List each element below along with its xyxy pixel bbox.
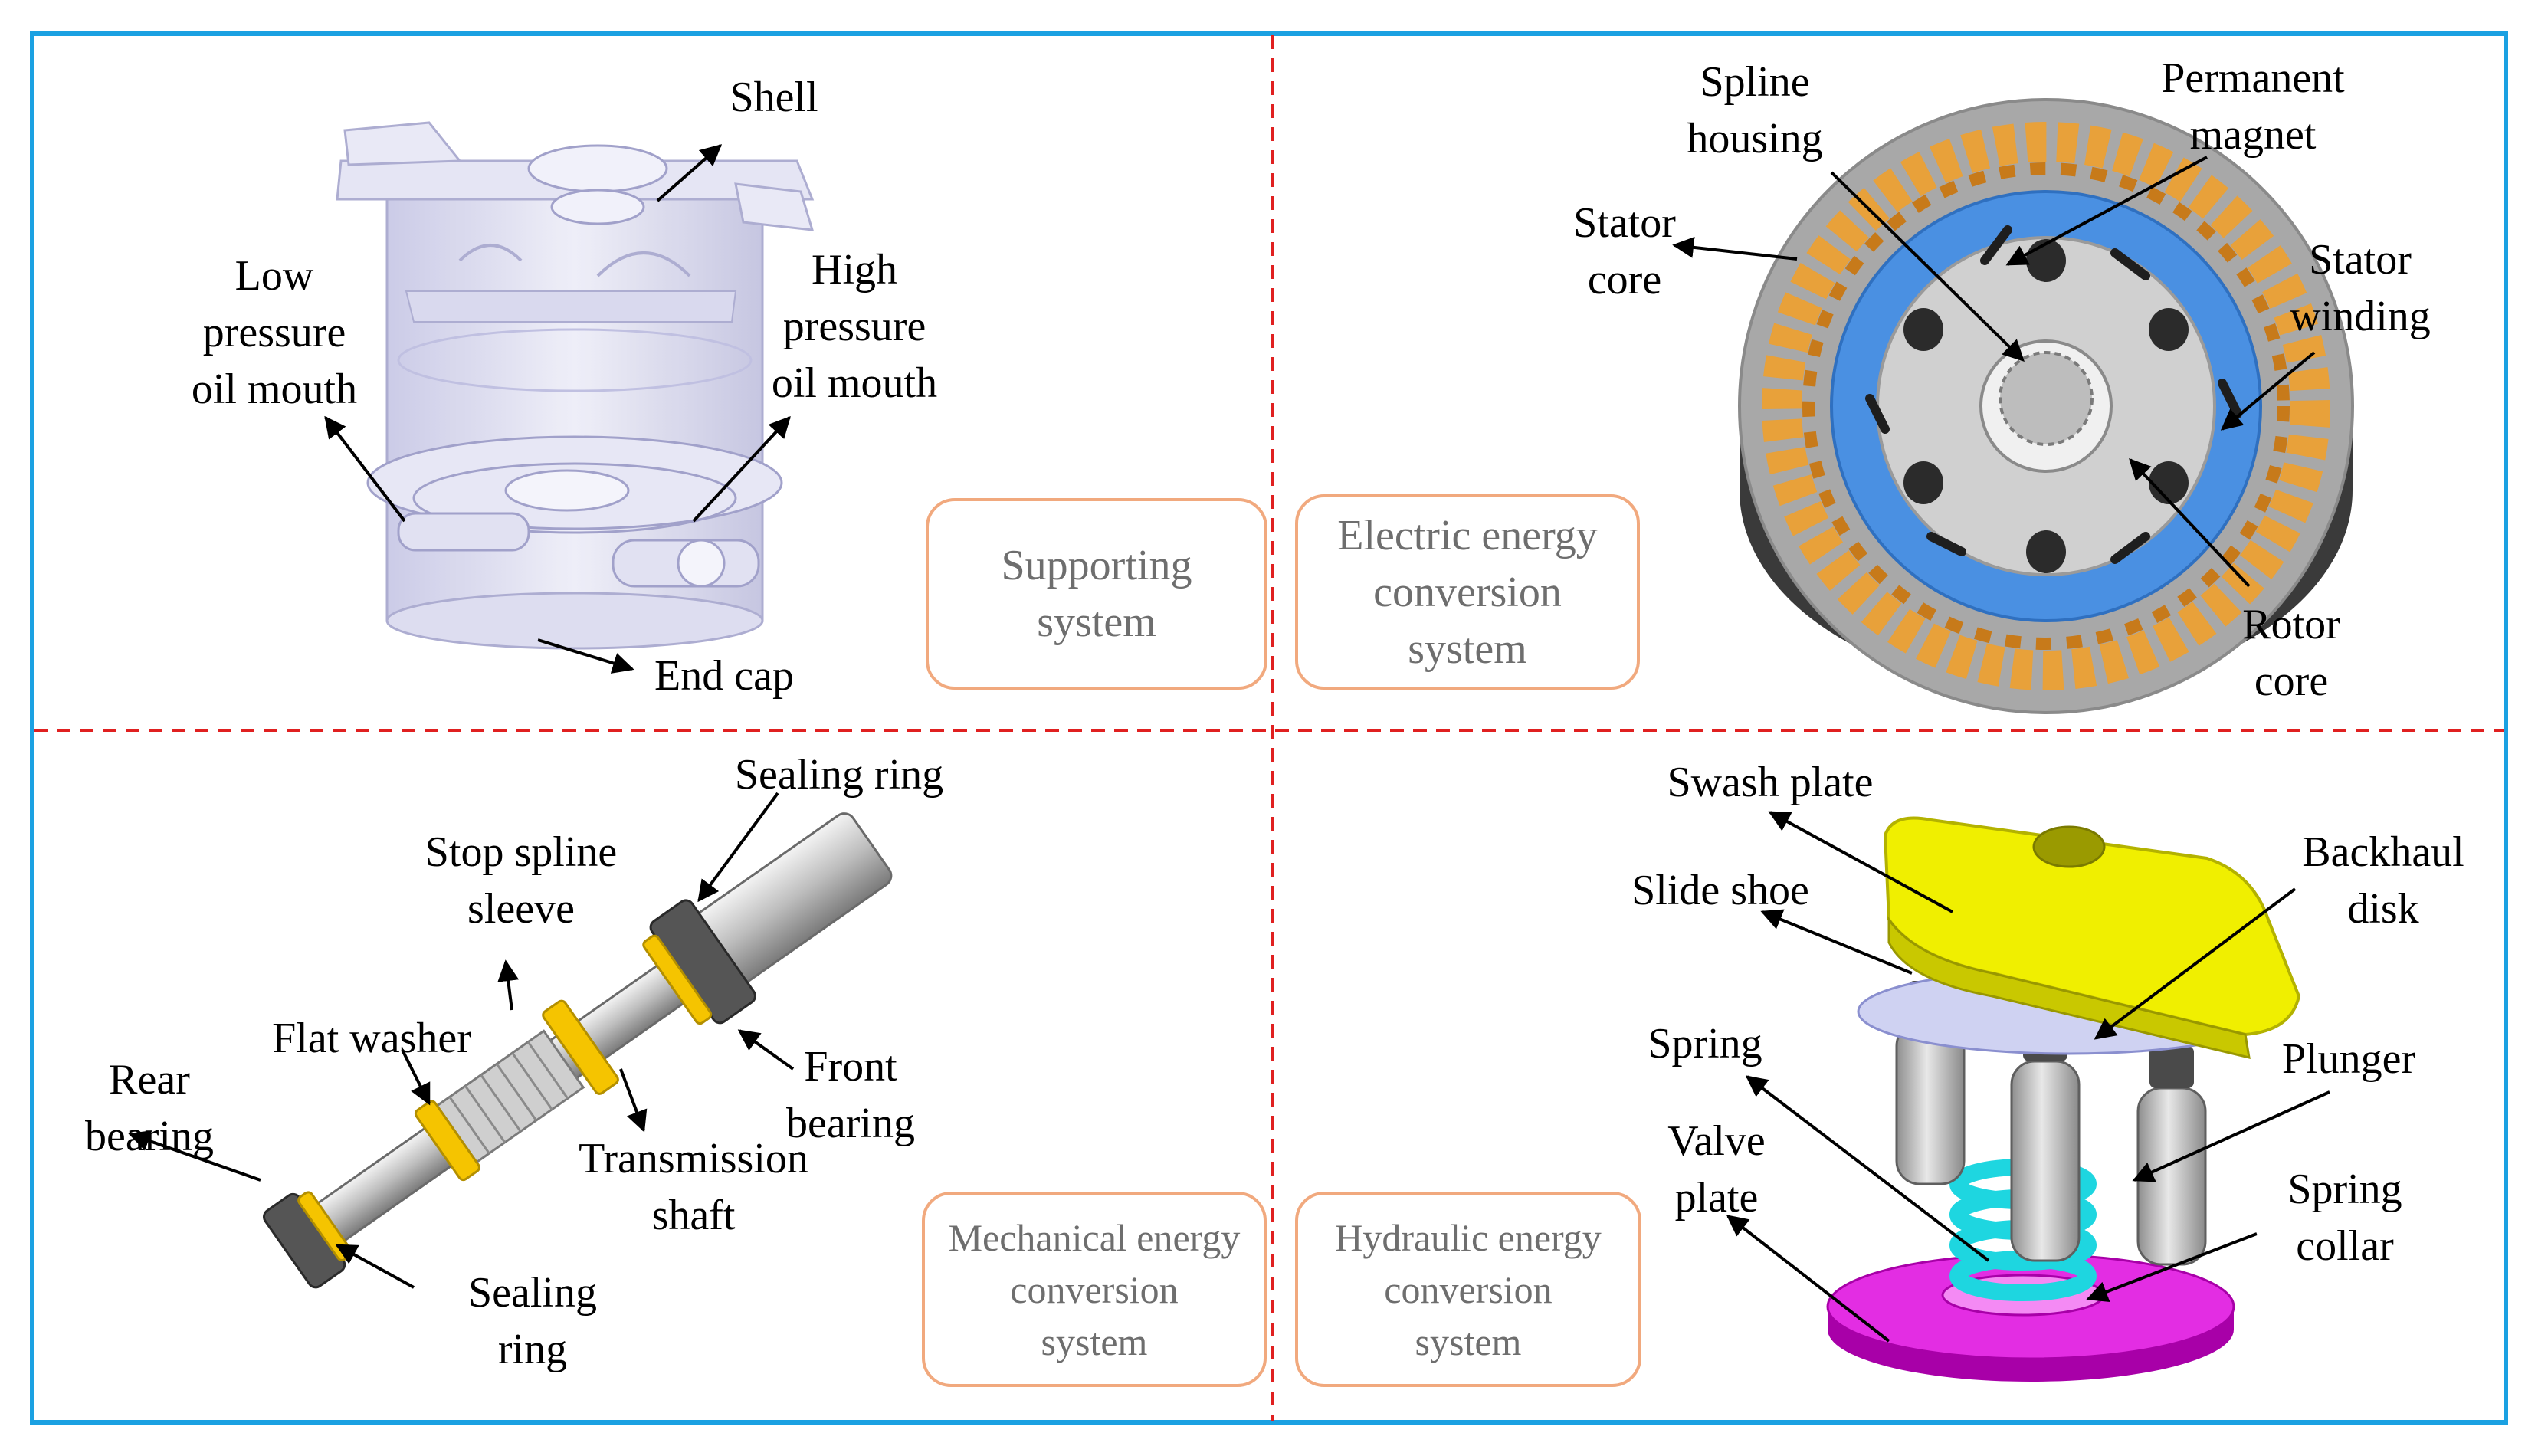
outer-frame	[30, 31, 2508, 1425]
label-plunger: Plunger	[2281, 1035, 2416, 1083]
label-valve-plate: Valve plate	[1667, 1117, 1766, 1222]
label-stop-spline-sleeve: Stop spline sleeve	[425, 828, 618, 933]
label-spring: Spring	[1648, 1020, 1762, 1067]
supporting-system-box: Supporting system	[926, 498, 1267, 690]
electric-system-box: Electric energy conversion system	[1295, 494, 1640, 690]
label-stator-winding: Stator winding	[2290, 236, 2431, 340]
label-end-cap: End cap	[654, 652, 794, 700]
label-rear-bearing: Rear bearing	[85, 1056, 214, 1160]
label-stator-core: Stator core	[1573, 199, 1676, 303]
label-swash-plate: Swash plate	[1667, 759, 1874, 806]
mechanical-system-box: Mechanical energy conversion system	[922, 1192, 1267, 1387]
label-rotor-core: Rotor core	[2242, 601, 2340, 705]
label-transmission-shaft: Transmission shaft	[579, 1135, 808, 1239]
label-slide-shoe: Slide shoe	[1631, 867, 1809, 914]
label-front-bearing: Front bearing	[786, 1043, 915, 1147]
label-spring-collar: Spring collar	[2287, 1166, 2402, 1270]
label-sealing-ring-top: Sealing ring	[734, 751, 944, 799]
label-spline-housing: Spline housing	[1687, 58, 1823, 162]
label-shell: Shell	[730, 74, 818, 121]
label-permanent-magnet: Permanent magnet	[2161, 54, 2345, 159]
label-low-pressure-oil-mouth: Low pressure oil mouth	[191, 252, 358, 413]
label-sealing-ring-bottom: Sealing ring	[468, 1269, 597, 1373]
label-backhaul-disk: Backhaul disk	[2302, 828, 2464, 933]
label-high-pressure-oil-mouth: High pressure oil mouth	[771, 246, 938, 407]
hydraulic-system-box: Hydraulic energy conversion system	[1295, 1192, 1641, 1387]
label-flat-washer: Flat washer	[272, 1015, 471, 1062]
